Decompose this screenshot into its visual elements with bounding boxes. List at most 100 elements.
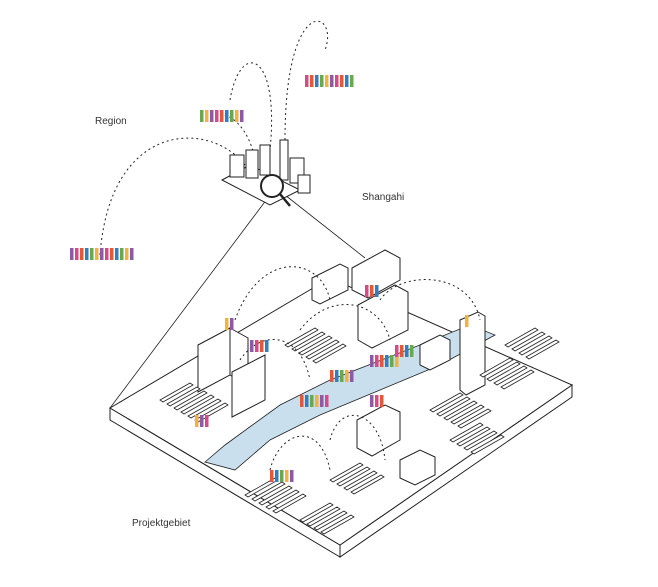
person-figure [320,75,324,87]
label-shanghai: Shangahi [362,192,405,203]
person-figure [405,345,409,357]
person-figure [380,395,384,407]
person-figure [125,248,129,260]
house-row [272,493,307,514]
person-figure [340,370,344,382]
person-figure [370,285,374,297]
house-row [313,510,348,531]
house-row [166,386,201,407]
person-figure [250,340,254,352]
house-row [343,470,378,491]
person-figure [80,248,84,260]
house-row [284,327,319,348]
person-figure [195,415,199,427]
person-figure [270,470,274,482]
person-figure [110,248,114,260]
person-figure [85,248,89,260]
person-figure [260,340,264,352]
person-figure [225,318,229,330]
person-figure [395,355,399,367]
house-row [449,422,484,443]
person-figure [100,248,104,260]
house-row [500,369,535,390]
person-figure [305,395,309,407]
person-figure [280,470,284,482]
person-figure [395,345,399,357]
people-figures [70,75,469,482]
person-figure [400,345,404,357]
person-figure [410,345,414,357]
person-figure [205,110,209,122]
person-figure [275,470,279,482]
person-figure [385,355,389,367]
shanghai-city-icon [220,139,311,207]
house-row [258,485,293,506]
buildings [197,249,486,486]
person-figure [105,248,109,260]
house-row [450,404,485,425]
house-row [298,335,333,356]
person-figure [330,75,334,87]
project-arcs [234,266,481,471]
person-figure [255,340,259,352]
zoom-lines [109,194,366,409]
housing-rows [159,327,560,535]
person-figure [375,395,379,407]
person-figure [330,370,334,382]
person-figure [200,415,204,427]
house-row [479,357,514,378]
house-row [525,339,560,360]
person-figure [215,110,219,122]
house-row [251,481,286,502]
person-figure [335,370,339,382]
person-figure [220,110,224,122]
person-figure [240,110,244,122]
person-figure [370,355,374,367]
person-figure [335,75,339,87]
person-figure [205,415,209,427]
person-figure [310,395,314,407]
house-row [159,382,194,403]
house-row [187,398,222,419]
house-row [291,331,326,352]
house-row [511,331,546,352]
person-figure [130,248,134,260]
house-row [518,335,553,356]
person-figure [210,110,214,122]
house-row [504,327,539,348]
house-row [436,396,471,417]
person-figure [75,248,79,260]
person-figure [115,248,119,260]
person-figure [345,370,349,382]
person-figure [350,75,354,87]
person-figure [300,395,304,407]
house-row [305,339,340,360]
person-figure [390,355,394,367]
person-figure [200,110,204,122]
person-figure [120,248,124,260]
person-figure [310,75,314,87]
person-figure [375,355,379,367]
person-figure [325,395,329,407]
person-figure [95,248,99,260]
house-row [329,462,364,483]
person-figure [70,248,74,260]
house-row [320,514,355,535]
person-figure [230,110,234,122]
house-row [299,502,334,523]
region-arcs [99,20,329,256]
house-row [463,430,498,451]
house-row [470,434,505,455]
house-row [493,365,528,386]
house-row [456,426,491,447]
house-row [429,392,464,413]
house-row [180,394,215,415]
person-figure [345,75,349,87]
person-figure [225,110,229,122]
house-row [350,474,385,495]
label-project-area: Projektgebiet [132,518,191,529]
house-row [265,489,300,510]
house-row [336,466,371,487]
